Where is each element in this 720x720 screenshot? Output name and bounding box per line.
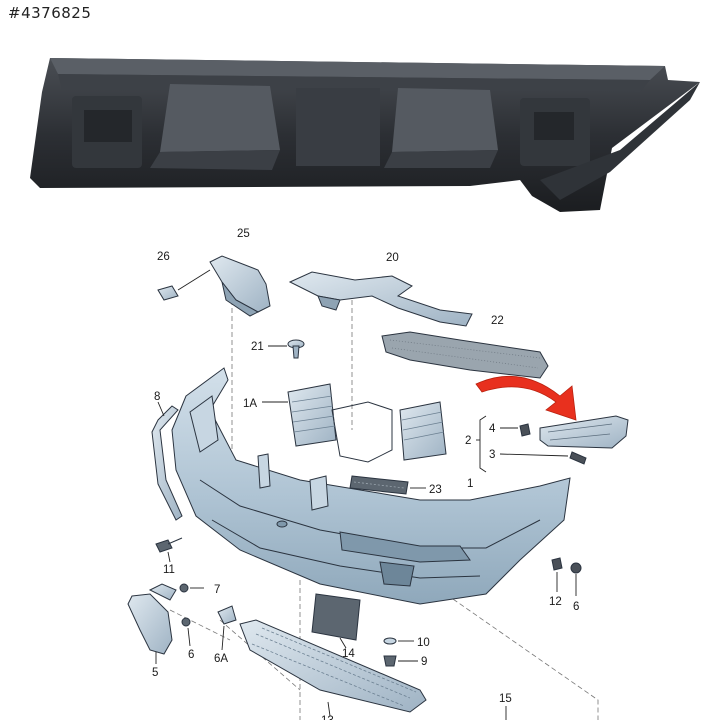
callout-7: 7 bbox=[214, 584, 220, 596]
lower-grille-part-13 bbox=[239, 619, 427, 717]
callout-23: 23 bbox=[429, 484, 442, 496]
callout-1A: 1A bbox=[243, 398, 257, 410]
grille-part-1A bbox=[262, 383, 447, 463]
rivet-part-21 bbox=[268, 339, 305, 359]
callout-3: 3 bbox=[489, 449, 495, 461]
bracket-part-25 bbox=[209, 255, 271, 317]
part-number-label: #4376825 bbox=[8, 4, 92, 22]
callout-6A: 6A bbox=[214, 653, 228, 665]
callout-6-left: 6 bbox=[188, 649, 194, 661]
side-strip-part-8 bbox=[151, 401, 183, 521]
corner-piece-part-5 bbox=[127, 583, 177, 664]
callout-20: 20 bbox=[386, 252, 399, 264]
fasteners bbox=[155, 537, 582, 667]
clip-part-26 bbox=[157, 269, 211, 301]
red-curved-arrow-icon bbox=[475, 375, 577, 421]
callout-9: 9 bbox=[421, 656, 427, 668]
callout-26: 26 bbox=[157, 251, 170, 263]
callout-10: 10 bbox=[417, 637, 430, 649]
callout-15: 15 bbox=[499, 693, 512, 705]
callout-14: 14 bbox=[342, 648, 355, 660]
callout-1: 1 bbox=[467, 478, 473, 490]
plate-holder-part-14 bbox=[311, 593, 361, 649]
callout-11: 11 bbox=[163, 564, 175, 576]
callout-6-right: 6 bbox=[573, 601, 579, 613]
bracket-photo bbox=[30, 58, 700, 212]
bumper-cover-part-1 bbox=[171, 367, 571, 605]
callout-4: 4 bbox=[489, 423, 496, 435]
callout-5: 5 bbox=[152, 667, 158, 679]
callout-8: 8 bbox=[154, 391, 160, 403]
callout-22: 22 bbox=[491, 315, 504, 327]
carrier-part-20 bbox=[288, 271, 473, 327]
bracket-assembly-part-2 bbox=[476, 415, 629, 473]
callout-numbers: 26 25 20 22 21 1A 8 4 2 3 1 23 11 7 12 6… bbox=[152, 228, 579, 720]
callout-21: 21 bbox=[251, 341, 264, 353]
callout-2: 2 bbox=[465, 435, 471, 447]
callout-13: 13 bbox=[321, 715, 334, 720]
assembly-guide-lines bbox=[169, 300, 599, 720]
callout-25: 25 bbox=[237, 228, 250, 240]
callout-12: 12 bbox=[549, 596, 562, 608]
foam-absorber-part-22 bbox=[381, 331, 549, 379]
reflector-part-23 bbox=[349, 475, 426, 495]
